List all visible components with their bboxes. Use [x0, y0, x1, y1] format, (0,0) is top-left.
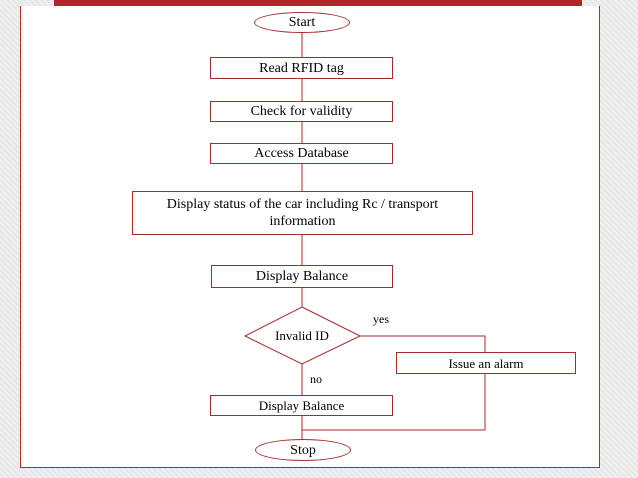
display-balance-step: Display Balance	[211, 265, 393, 288]
read-rfid-label: Read RFID tag	[259, 60, 344, 76]
yes-label: yes	[373, 312, 389, 326]
display-status-step: Display status of the car including Rc /…	[132, 191, 473, 235]
read-rfid-step: Read RFID tag	[210, 57, 393, 79]
no-label: no	[310, 372, 322, 386]
display-balance-2-label: Display Balance	[258, 398, 345, 413]
invalid-id-label: Invalid ID	[275, 328, 329, 343]
issue-alarm-label: Issue an alarm	[448, 355, 524, 371]
stop-label: Stop	[290, 442, 316, 458]
access-database-step: Access Database	[210, 143, 393, 164]
start-label: Start	[288, 15, 316, 30]
stop-terminal: Stop	[255, 439, 351, 461]
check-validity-step: Check for validity	[210, 101, 393, 122]
top-accent-bar	[54, 0, 582, 6]
access-database-label: Access Database	[254, 146, 349, 161]
diagram-frame	[20, 6, 600, 468]
check-validity-label: Check for validity	[250, 104, 353, 119]
edge-alarm-to-stop	[302, 374, 486, 431]
display-status-label: Display status of the car including Rc /…	[166, 197, 439, 229]
display-balance-2-step: Display Balance	[210, 395, 393, 416]
edge-decision-yes	[360, 335, 486, 352]
issue-alarm-step: Issue an alarm	[396, 352, 576, 374]
start-terminal: Start	[254, 12, 350, 33]
decision-diamond	[243, 306, 362, 365]
display-balance-label: Display Balance	[255, 269, 349, 284]
